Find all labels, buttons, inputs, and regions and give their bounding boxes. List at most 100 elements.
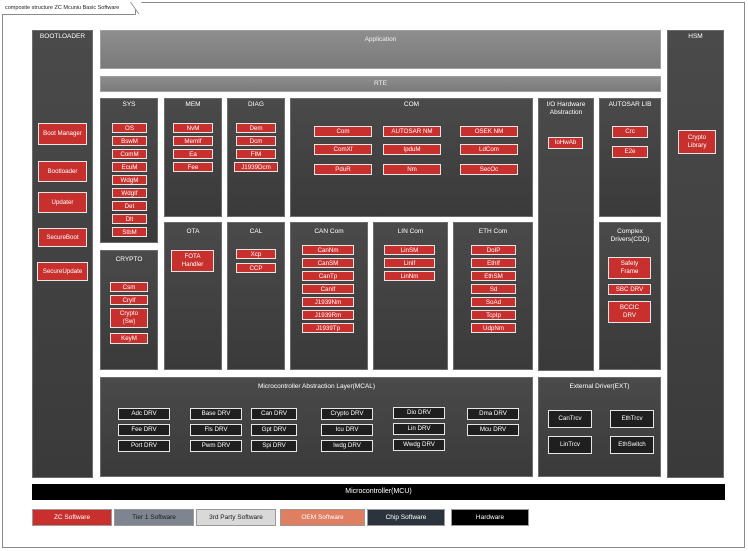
autosar-lib-title: AUTOSAR LIB [608, 101, 652, 108]
module-fls-drv: Fls DRV [190, 424, 242, 436]
legend-item: ZC Software [32, 509, 112, 526]
module-iwdg-drv: Iwdg DRV [321, 440, 373, 452]
module-ipdum: IpduM [383, 144, 441, 155]
module-stbm: StbM [112, 227, 147, 237]
module-doip: DoIP [471, 245, 516, 255]
legend-item: Hardware [451, 509, 529, 526]
legend-item: Chip Software [367, 509, 445, 526]
eth-com-title: ETH Com [478, 228, 508, 235]
application-title: Application [364, 36, 397, 43]
module-fim: FIM [236, 149, 276, 159]
module-ecum: EcuM [112, 162, 147, 172]
lin-com-title: LIN Com [397, 228, 424, 235]
module-linsm: LinSM [384, 245, 435, 255]
module-keym: KeyM [110, 333, 148, 344]
ext-title: External Driver(EXT) [569, 383, 630, 390]
module-ccp: CCP [236, 263, 276, 273]
can-com-title: CAN Com [314, 228, 344, 235]
module-iohwab: IoHwAb [548, 137, 583, 149]
mcal-layer: Microcontroller Abstraction Layer(MCAL) [100, 377, 533, 477]
module-sd: Sd [471, 284, 516, 294]
module-dma-drv: Dma DRV [467, 408, 519, 420]
crypto-title: CRYPTO [115, 256, 143, 263]
module-adc-drv: Adc DRV [118, 408, 170, 420]
module-cryif: CryIf [110, 295, 148, 305]
mem-title: MEM [185, 101, 201, 108]
module-spi-drv: Spi DRV [251, 440, 297, 452]
io-hw-abstraction-title: I/O Hardware Abstraction [546, 101, 586, 116]
module-secoc: SecOc [460, 164, 518, 175]
module-fee-drv: Fee DRV [118, 424, 170, 436]
module-dlt: Dlt [112, 214, 147, 224]
ota-title: OTA [186, 228, 200, 235]
module-soad: SoAd [471, 297, 516, 307]
module-updater: Updater [38, 192, 87, 213]
module-comm: ComM [112, 149, 147, 159]
module-secureboot: SecureBoot [38, 228, 87, 247]
module-memif: MemIf [173, 136, 213, 146]
module-cannm: CanNm [302, 245, 354, 255]
module-lin-drv: Lin DRV [393, 423, 445, 435]
module-tcpip: TcpIp [471, 310, 516, 320]
module-gpt-drv: Gpt DRV [251, 424, 297, 436]
module-canif: CanIf [302, 284, 354, 294]
module-comxf: ComXf [314, 144, 372, 155]
module-com: Com [314, 126, 372, 137]
module-e2e: E2e [612, 146, 648, 158]
rte-layer: RTE [100, 76, 661, 92]
cal-group: CAL [227, 222, 285, 370]
module-cantrcv: CanTrcv [548, 410, 592, 428]
module-ethif: EthIf [471, 258, 516, 268]
module-crypto-library: Crypto Library [678, 130, 716, 154]
module-base-drv: Base DRV [190, 408, 242, 420]
module-wdgif: WdgIf [112, 188, 147, 198]
module-crypto-drv: Crypto DRV [321, 408, 373, 420]
module-ethsm: EthSM [471, 271, 516, 281]
module-lintrcv: LinTrcv [548, 436, 592, 454]
module-wdgm: WdgM [112, 175, 147, 185]
rte-title: RTE [374, 80, 387, 87]
hsm-title: HSM [688, 33, 703, 40]
module-fota-handler: FOTA Handler [171, 250, 214, 272]
module-ethtrcv: EthTrcv [610, 410, 654, 428]
module-pdur: PduR [314, 164, 372, 175]
ota-group: OTA [164, 222, 222, 370]
cal-title: CAL [249, 228, 263, 235]
mcal-title: Microcontroller Abstraction Layer(MCAL) [257, 383, 376, 390]
module-bswm: BswM [112, 136, 147, 146]
module-autosar-nm: AUTOSAR NM [383, 126, 441, 137]
module-j1939dcm: J1939Dcm [234, 162, 278, 172]
module-crc: Crc [612, 126, 648, 138]
diag-title: DIAG [248, 101, 264, 108]
cdd-group: Complex Drivers(CDD) [599, 222, 661, 370]
module-ea: Ea [173, 149, 213, 159]
module-linif: LinIf [384, 258, 435, 268]
bootloader-layer: BOOTLOADER [32, 30, 93, 478]
module-ldcom: LdCom [460, 144, 518, 155]
legend-item: Tier 1 Software [114, 509, 194, 526]
legend-item: 3rd Party Software [196, 509, 276, 526]
module-dio-drv: Dio DRV [393, 407, 445, 419]
module-boot-manager: Boot Manager [38, 123, 87, 145]
module-cansm: CanSM [302, 258, 354, 268]
module-port-drv: Port DRV [118, 440, 170, 452]
module-dem: Dem [236, 123, 276, 133]
module-cantp: CanTp [302, 271, 354, 281]
module-bccic-drv: BCCIC DRV [608, 301, 651, 323]
com-group: COM [290, 98, 533, 217]
module-nm: Nm [383, 164, 441, 175]
module-fee: Fee [173, 162, 213, 172]
module-icu-drv: Icu DRV [321, 424, 373, 436]
frame-title: composite structure ZC Mcuniu Basic Soft… [2, 2, 137, 15]
module-wwdg-drv: Wwdg DRV [393, 439, 445, 451]
module-ethswitch: EthSwitch [610, 436, 654, 454]
module-det: Det [112, 201, 147, 211]
module-linnm: LinNm [384, 271, 435, 281]
module-j1939nm: J1939Nm [302, 297, 354, 307]
module-nvm: NvM [173, 123, 213, 133]
module-udpnm: UdpNm [471, 323, 516, 333]
module-bootloader: Bootloader [38, 161, 87, 182]
module-osek-nm: OSEK NM [460, 126, 518, 137]
module-mcu-drv: Mcu DRV [467, 424, 519, 436]
